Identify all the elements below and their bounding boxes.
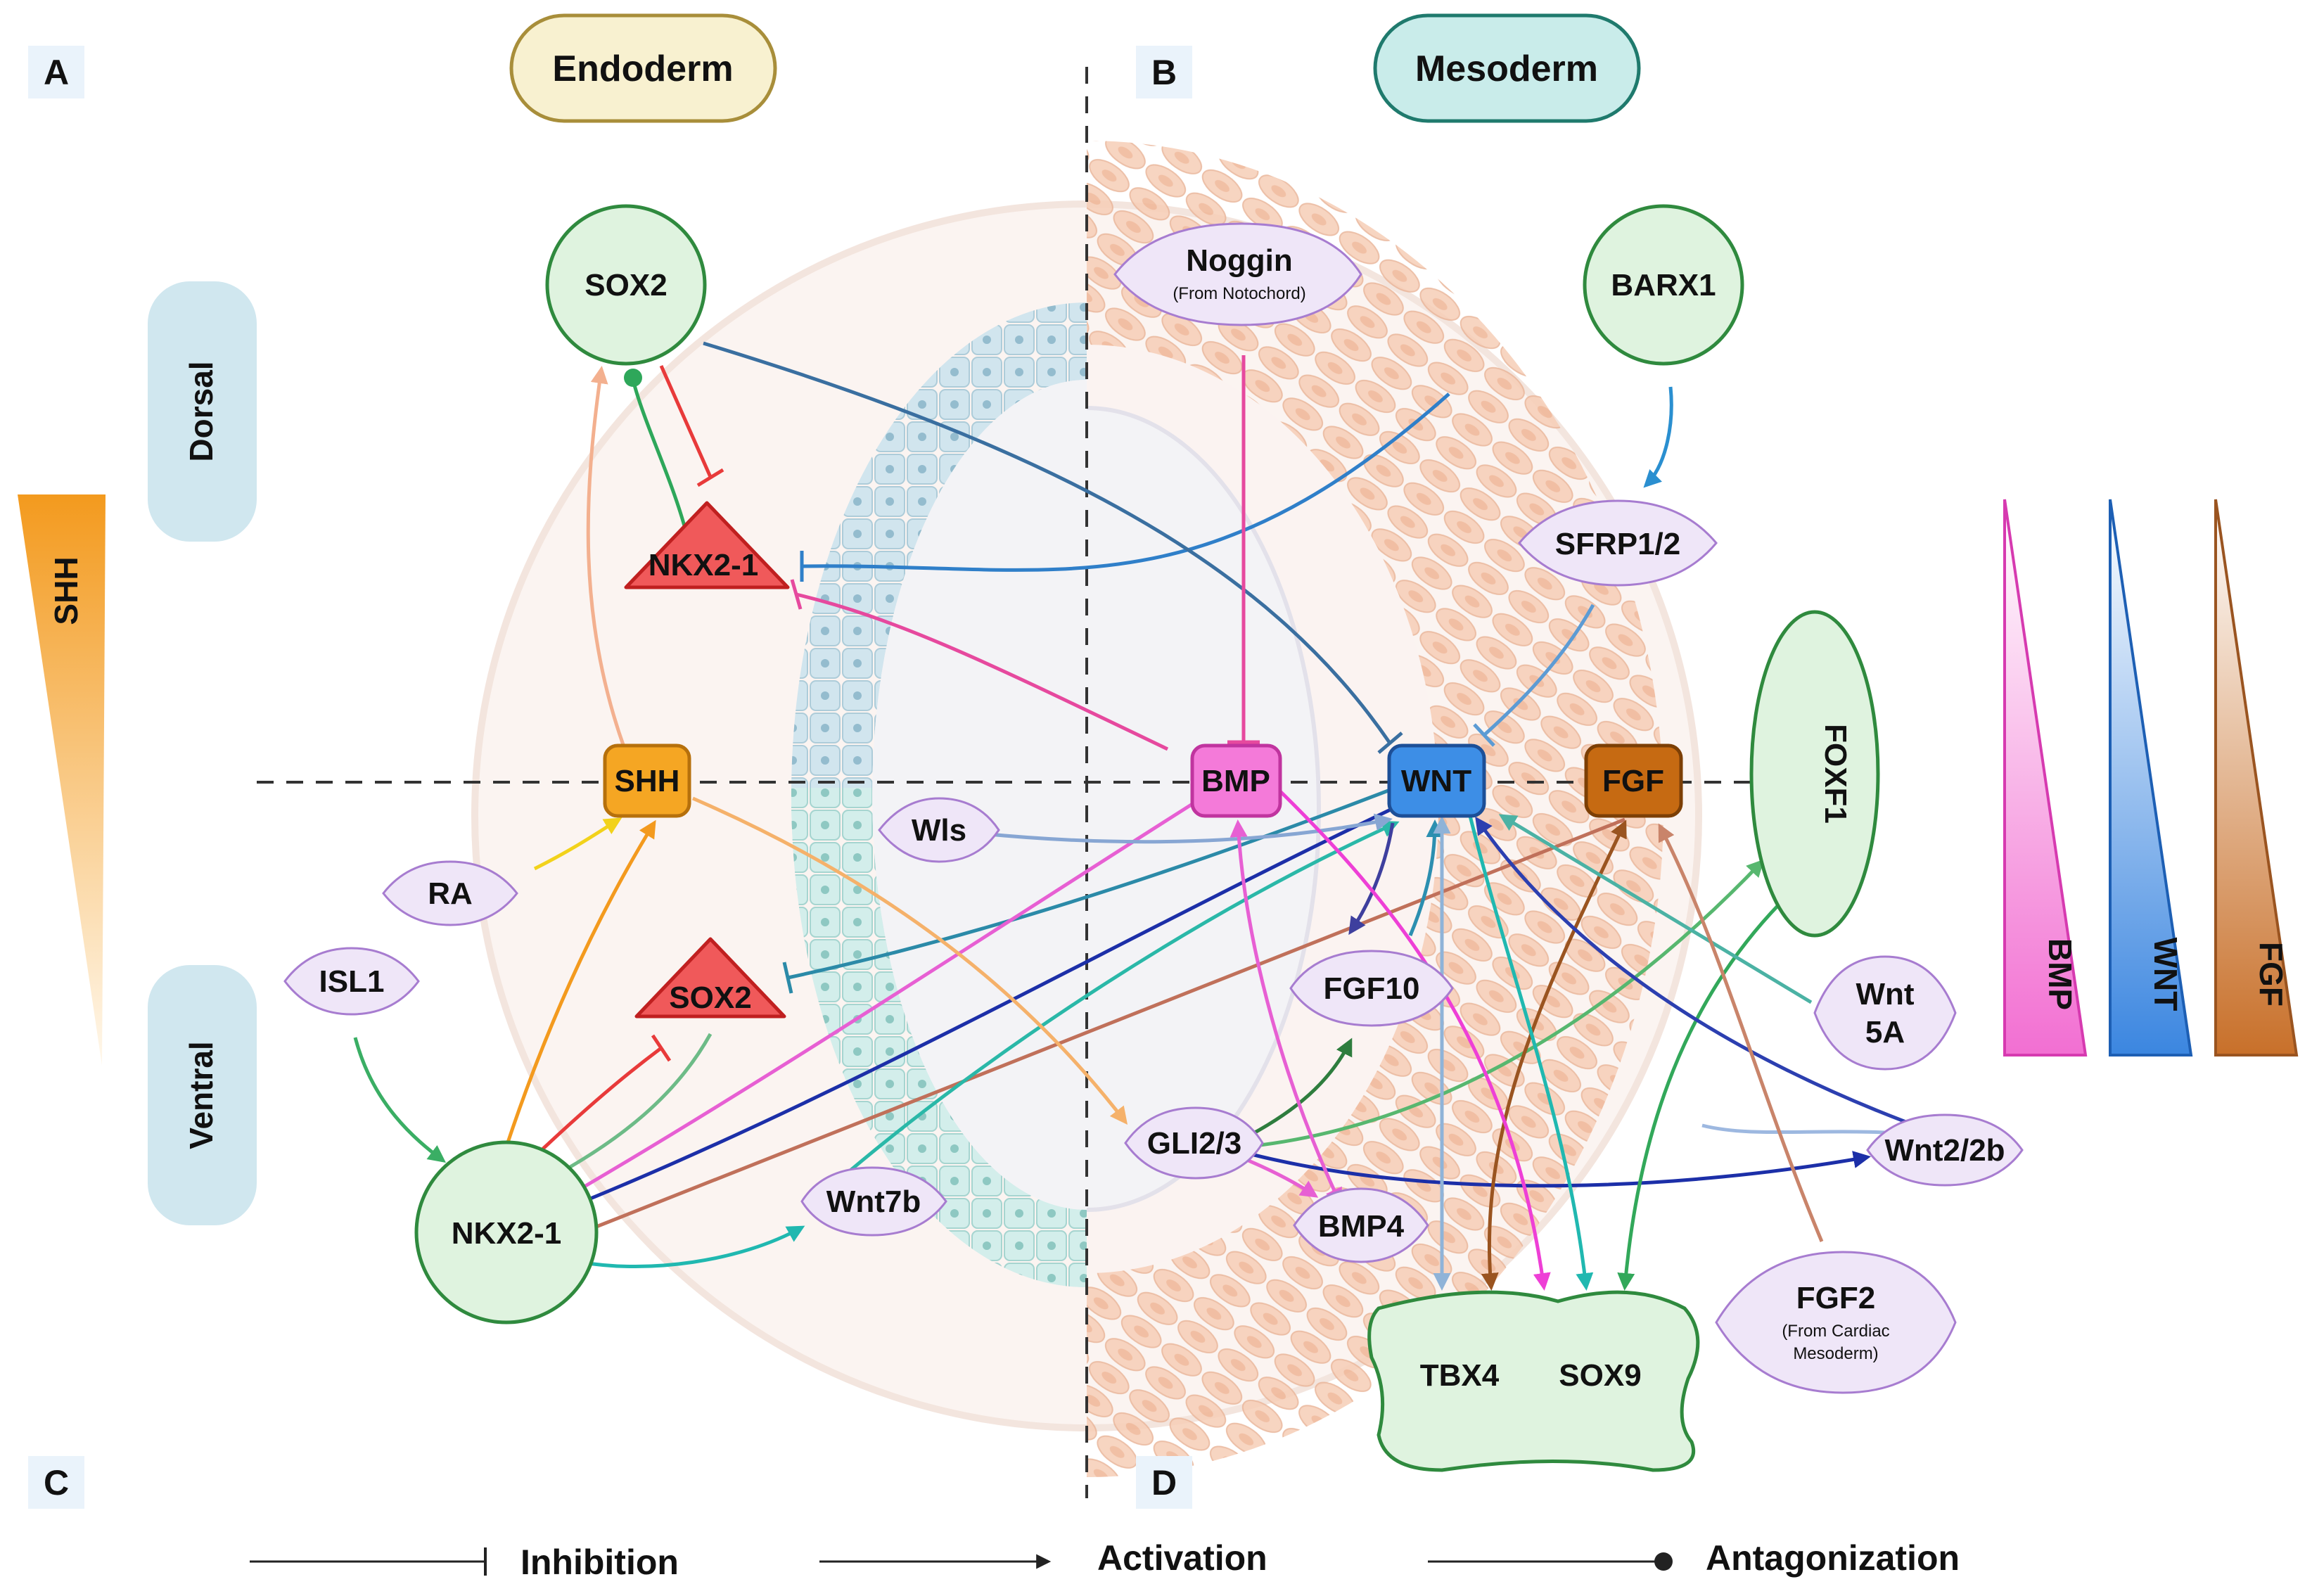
svg-text:WNT: WNT — [1401, 764, 1471, 798]
fgf-gradient-label: FGF — [2253, 942, 2289, 1007]
svg-text:SHH: SHH — [615, 764, 680, 798]
svg-text:SOX9: SOX9 — [1559, 1358, 1641, 1393]
fgf2-node: FGF2 (From Cardiac Mesoderm) — [1715, 1251, 1957, 1394]
nkx21-ventral-node: NKX2-1 — [414, 1140, 599, 1324]
wnt-gradient: WNT — [2109, 499, 2193, 1056]
shh-gradient: SHH — [18, 494, 106, 1066]
shh-gradient-label: SHH — [48, 556, 84, 625]
svg-text:SOX2: SOX2 — [669, 981, 751, 1015]
svg-text:NKX2-1: NKX2-1 — [649, 548, 759, 582]
svg-text:ISL1: ISL1 — [319, 964, 385, 999]
svg-text:SOX2: SOX2 — [585, 268, 667, 302]
panel-labels: A B C D — [28, 46, 1192, 1509]
svg-text:Noggin: Noggin — [1186, 243, 1293, 278]
wnt5a-node: Wnt 5A — [1813, 955, 1957, 1071]
svg-text:5A: 5A — [1865, 1015, 1905, 1049]
mesoderm-header: Mesoderm — [1373, 13, 1641, 123]
legend: Inhibition Activation Antagonization — [250, 1538, 1960, 1582]
sfrp12-node: SFRP1/2 — [1518, 499, 1718, 587]
legend-antagonization: Antagonization — [1428, 1538, 1960, 1578]
wnt22b-node: Wnt2/2b — [1866, 1113, 2024, 1187]
barx1-node: BARX1 — [1583, 204, 1744, 366]
shh-node: SHH — [603, 743, 691, 818]
svg-text:NKX2-1: NKX2-1 — [452, 1216, 562, 1251]
panel-label-d: D — [1151, 1463, 1177, 1502]
bmp-gradient: BMP — [2003, 499, 2088, 1056]
bmp4-node: BMP4 — [1293, 1187, 1429, 1263]
endoderm-header: Endoderm — [509, 13, 777, 123]
svg-text:BARX1: BARX1 — [1611, 268, 1716, 302]
svg-text:FGF2: FGF2 — [1796, 1281, 1875, 1315]
sox2-dorsal-node: SOX2 — [545, 204, 707, 366]
svg-text:Inhibition: Inhibition — [520, 1543, 679, 1582]
svg-text:FOXF1: FOXF1 — [1818, 724, 1853, 824]
svg-text:RA: RA — [428, 876, 473, 911]
svg-text:GLI2/3: GLI2/3 — [1147, 1126, 1242, 1161]
panel-label-c: C — [44, 1463, 69, 1502]
svg-text:BMP4: BMP4 — [1318, 1209, 1405, 1244]
ventral-label-box: Ventral — [148, 965, 257, 1225]
svg-text:FGF: FGF — [1602, 764, 1664, 798]
dorsal-label-box: Dorsal — [148, 281, 257, 542]
panel-label-a: A — [44, 53, 69, 92]
svg-text:SFRP1/2: SFRP1/2 — [1555, 527, 1681, 561]
wnt7b-node: Wnt7b — [800, 1166, 947, 1237]
fgf-node: FGF — [1584, 743, 1683, 818]
fgf10-node: FGF10 — [1289, 950, 1454, 1027]
foxf1-node: FOXF1 — [1749, 610, 1880, 938]
svg-text:Mesoderm: Mesoderm — [1415, 49, 1598, 89]
ra-node: RA — [382, 860, 518, 926]
bmp-node: BMP — [1190, 743, 1282, 818]
svg-text:FGF10: FGF10 — [1324, 971, 1420, 1006]
legend-activation: Activation — [819, 1538, 1267, 1578]
svg-text:Wnt7b: Wnt7b — [826, 1185, 921, 1219]
nkx21-dorsal-node: NKX2-1 — [624, 501, 790, 589]
tbx4-sox9-node: TBX4 SOX9 — [1367, 1290, 1700, 1472]
wls-node: Wls — [878, 797, 1000, 863]
svg-text:Wls: Wls — [912, 813, 966, 848]
wnt-gradient-label: WNT — [2147, 938, 2184, 1011]
legend-inhibition: Inhibition — [250, 1543, 679, 1582]
bmp-gradient-label: BMP — [2042, 938, 2078, 1010]
isl1-node: ISL1 — [283, 947, 420, 1016]
svg-text:Activation: Activation — [1097, 1538, 1267, 1578]
svg-text:Ventral: Ventral — [183, 1041, 219, 1149]
panel-label-b: B — [1151, 53, 1177, 92]
svg-text:TBX4: TBX4 — [1420, 1358, 1500, 1393]
svg-text:Dorsal: Dorsal — [183, 361, 219, 461]
wnt-node: WNT — [1387, 743, 1486, 818]
svg-text:Wnt2/2b: Wnt2/2b — [1884, 1133, 2005, 1168]
svg-text:Antagonization: Antagonization — [1706, 1538, 1960, 1578]
svg-text:Endoderm: Endoderm — [552, 49, 733, 89]
svg-text:Mesoderm): Mesoderm) — [1793, 1344, 1878, 1363]
svg-text:Wnt: Wnt — [1856, 977, 1914, 1011]
gli23-node: GLI2/3 — [1124, 1106, 1264, 1180]
svg-text:BMP: BMP — [1201, 764, 1270, 798]
sox2-ventral-node: SOX2 — [634, 937, 786, 1019]
svg-text:(From Cardiac: (From Cardiac — [1782, 1322, 1889, 1341]
svg-text:(From Notochord): (From Notochord) — [1173, 284, 1305, 303]
noggin-node: Noggin (From Notochord) — [1113, 222, 1362, 326]
fgf-gradient: FGF — [2214, 499, 2299, 1056]
